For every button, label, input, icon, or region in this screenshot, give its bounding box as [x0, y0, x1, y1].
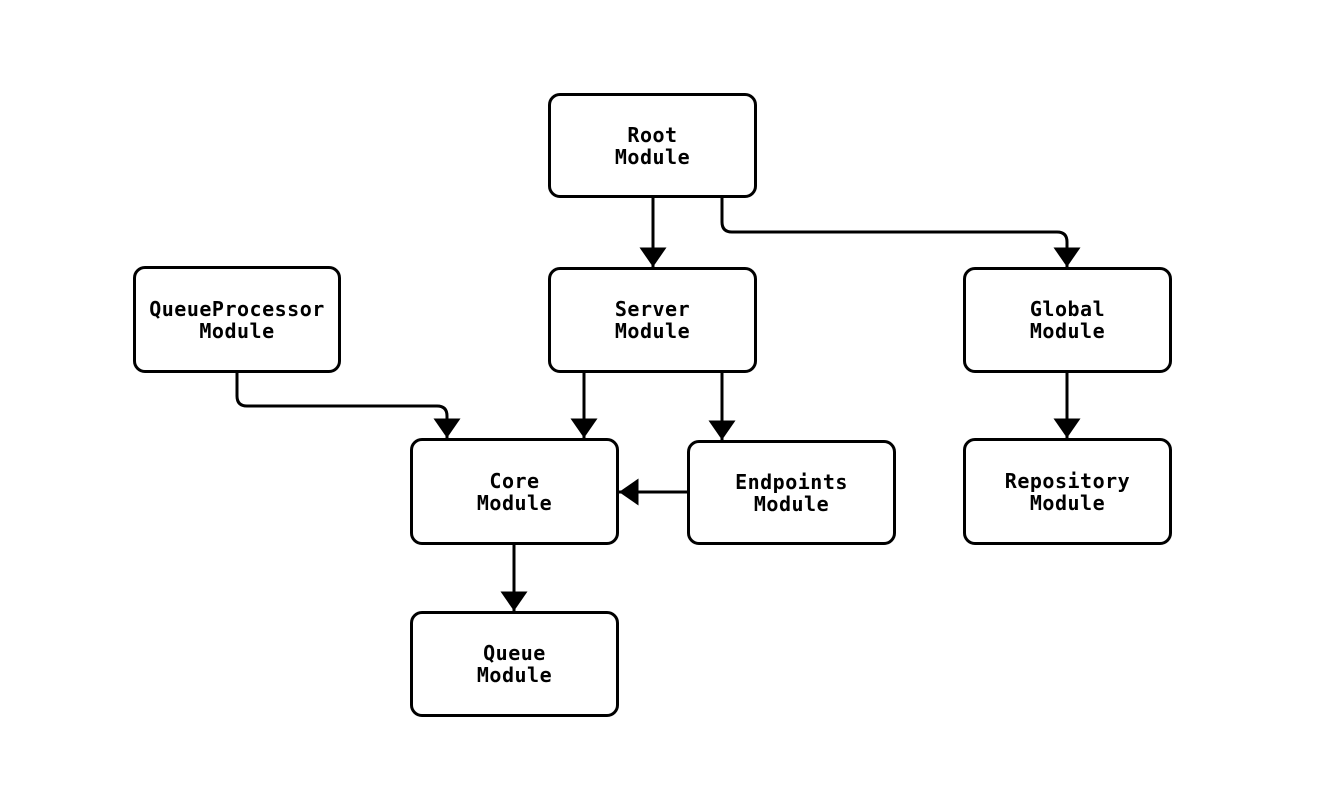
node-server-module-label: Server Module [614, 297, 691, 343]
node-endpoints-module: Endpoints Module [687, 440, 896, 545]
node-global-module-label: Global Module [1029, 297, 1106, 343]
node-global-module: Global Module [963, 267, 1172, 373]
node-queueprocessor-module-label: QueueProcessor Module [149, 296, 325, 343]
node-repository-module: Repository Module [963, 438, 1172, 545]
node-repository-module-label: Repository Module [1004, 468, 1131, 515]
node-core-module: Core Module [410, 438, 619, 545]
node-queue-module: Queue Module [410, 611, 619, 717]
node-endpoints-module-label: Endpoints Module [735, 469, 848, 516]
node-queueprocessor-module: QueueProcessor Module [133, 266, 341, 373]
node-root-module-label: Root Module [614, 122, 691, 169]
edge-root-to-global [720, 198, 1081, 267]
node-queue-module-label: Queue Module [476, 641, 553, 687]
node-root-module: Root Module [548, 93, 757, 198]
edge-queueprocessor-to-core [235, 373, 461, 438]
node-core-module-label: Core Module [476, 468, 553, 515]
node-server-module: Server Module [548, 267, 757, 373]
